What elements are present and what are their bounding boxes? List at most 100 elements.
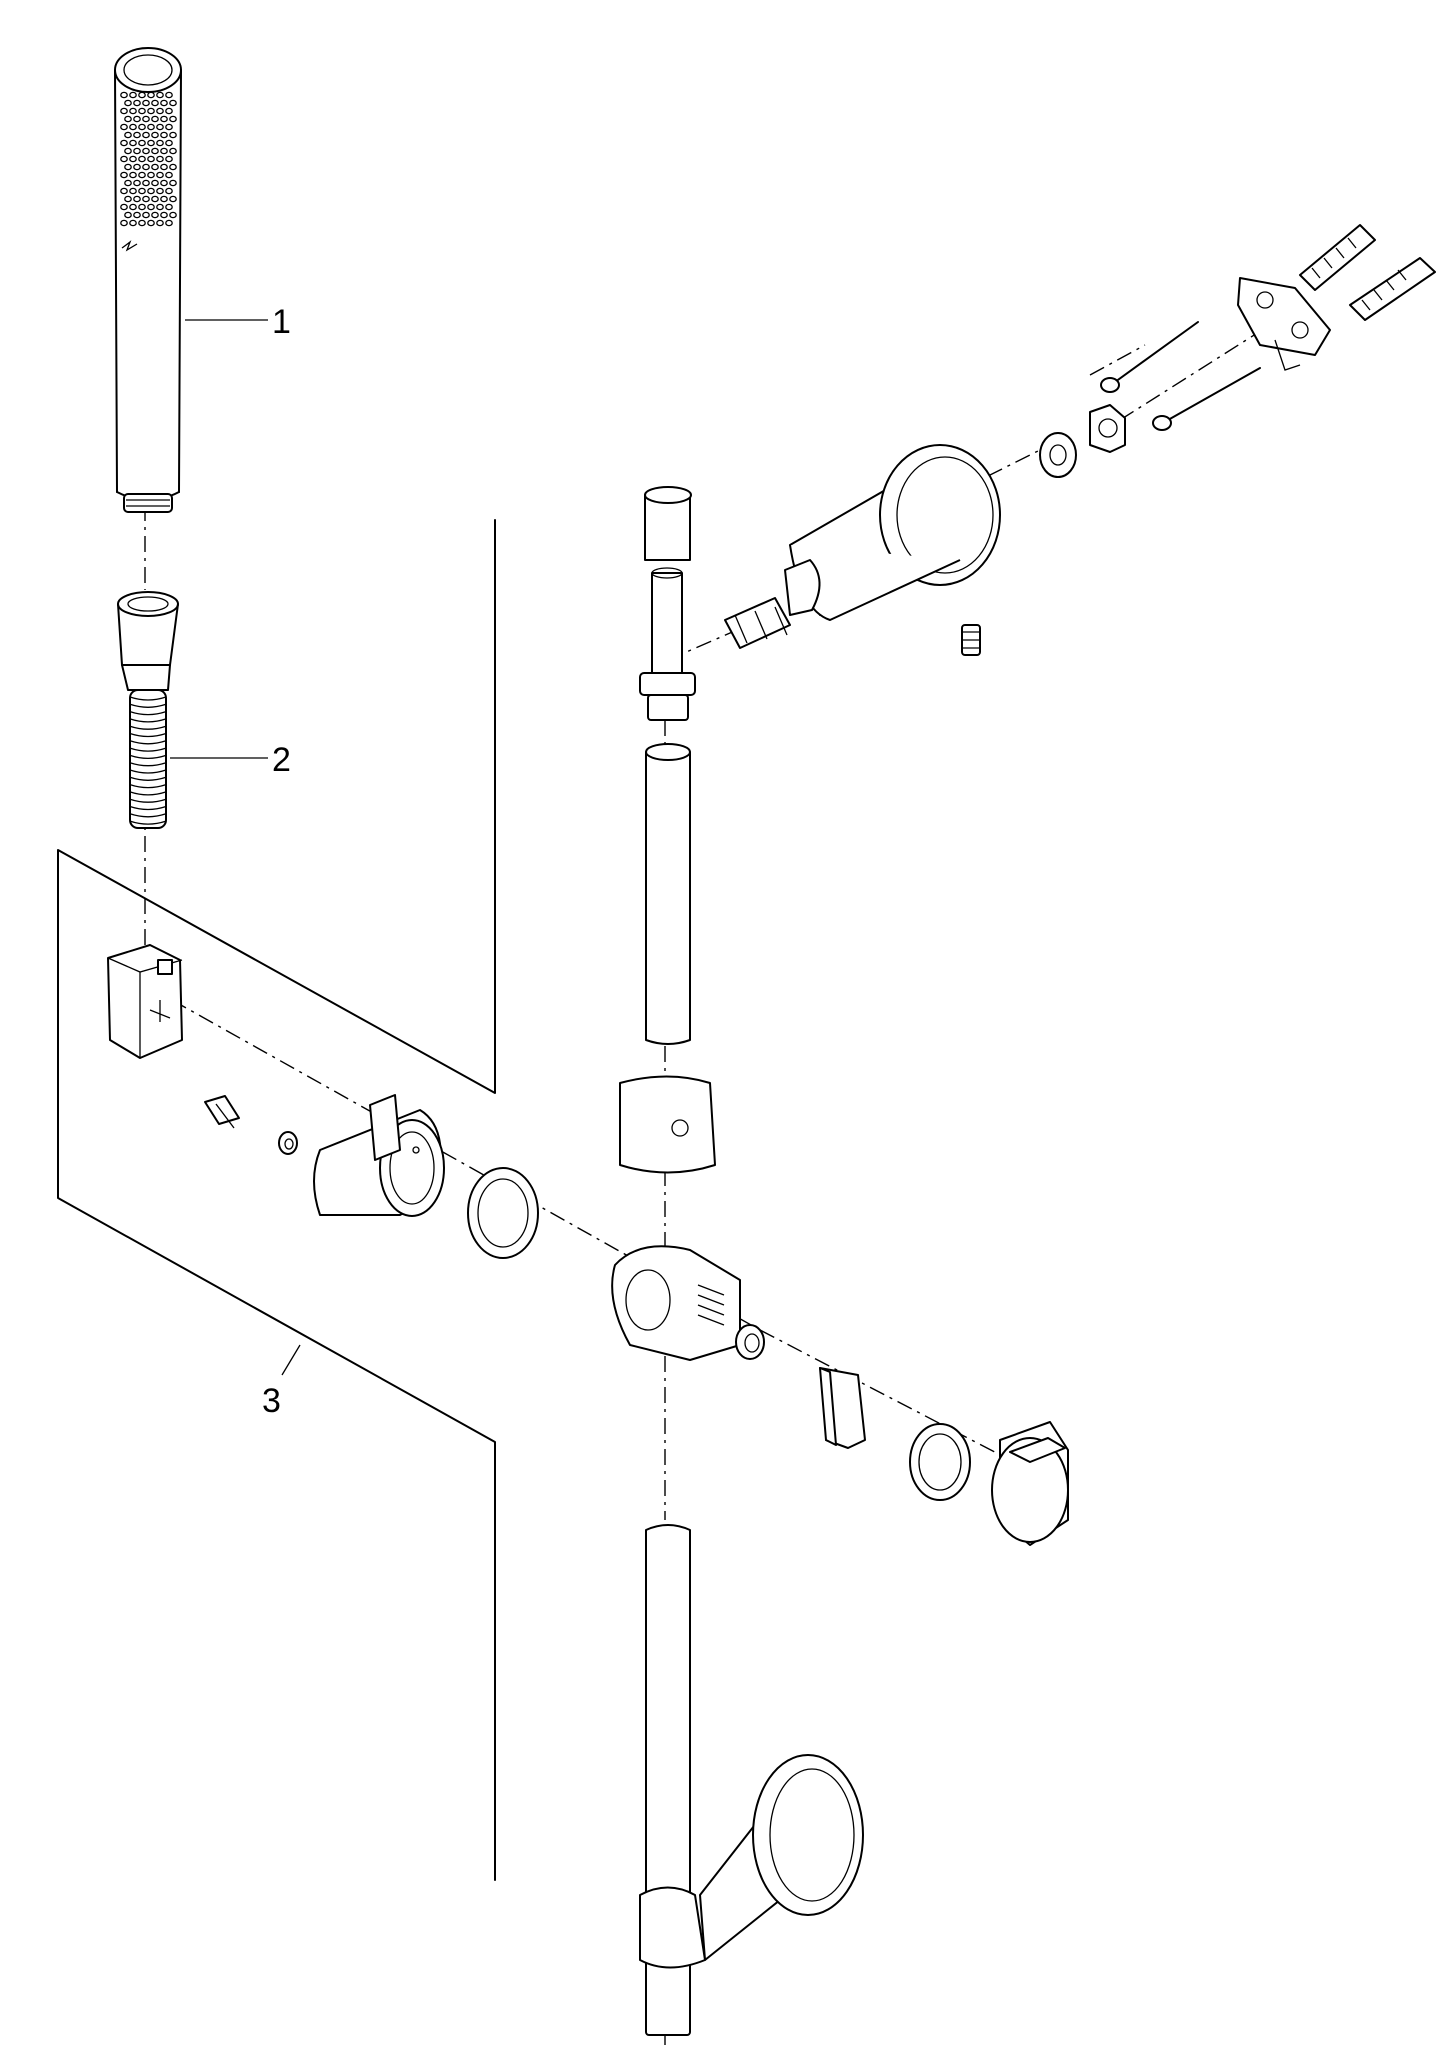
nozzle-hole [169,99,177,107]
nozzle-hole [151,147,159,155]
nozzle-hole [160,195,168,203]
hose-rib [129,813,167,818]
nozzle-hole [156,139,164,147]
nozzle-hole [156,107,164,115]
nozzle-hole [129,155,137,163]
hose-rib [129,776,167,781]
nozzle-hole [156,91,164,99]
nozzle-hole [156,187,164,195]
spray-nozzle-field [120,91,177,227]
nozzle-hole [151,99,159,107]
hose-ribs [129,696,167,825]
hose-rib [129,754,167,760]
nozzle-hole [133,147,141,155]
nozzle-hole [169,211,177,219]
nozzle-hole [138,123,146,131]
nozzle-hole [147,187,155,195]
slide-holder-assembly [107,944,1069,1546]
callout-label-2: 2 [272,741,291,779]
nozzle-hole [129,139,137,147]
hose-rib [129,769,167,774]
mounting-fixings [1039,224,1436,478]
nozzle-hole [165,107,173,115]
nozzle-hole [169,179,177,187]
nozzle-hole [151,211,159,219]
nozzle-hole [151,115,159,123]
nozzle-hole [142,163,150,171]
callout-label-3: 3 [262,1382,281,1420]
nozzle-hole [147,123,155,131]
nozzle-hole [165,171,173,179]
shower-hose [117,591,179,829]
nozzle-hole [129,219,137,227]
nozzle-hole [169,131,177,139]
nozzle-hole [138,203,146,211]
nozzle-hole [147,203,155,211]
nozzle-hole [165,123,173,131]
shower-rail [619,486,716,2036]
hose-rib [129,747,167,752]
nozzle-hole [151,179,159,187]
nozzle-hole [138,91,146,99]
hose-rib [129,805,167,811]
nozzle-hole [156,203,164,211]
upper-wall-bracket [724,444,1001,656]
nozzle-hole [151,163,159,171]
lower-wall-bracket [639,1754,864,1969]
nozzle-hole [120,203,128,211]
nozzle-hole [147,139,155,147]
nozzle-hole [169,147,177,155]
nozzle-hole [156,171,164,179]
nozzle-hole [129,171,137,179]
nozzle-hole [147,155,155,163]
nozzle-hole [169,195,177,203]
hose-rib [129,703,167,708]
nozzle-hole [133,115,141,123]
nozzle-hole [147,91,155,99]
hose-rib [129,725,167,730]
nozzle-hole [165,203,173,211]
nozzle-hole [160,163,168,171]
hose-rib [129,710,167,716]
nozzle-hole [124,147,132,155]
group-bracket-3 [57,519,496,1881]
nozzle-hole [138,187,146,195]
nozzle-hole [160,147,168,155]
hose-rib [129,718,167,723]
nozzle-hole [151,195,159,203]
hose-rib [129,791,167,796]
nozzle-hole [156,219,164,227]
nozzle-hole [120,107,128,115]
hose-rib [129,783,167,789]
nozzle-hole [133,195,141,203]
nozzle-hole [133,179,141,187]
nozzle-hole [142,211,150,219]
nozzle-hole [160,99,168,107]
nozzle-hole [129,123,137,131]
nozzle-hole [160,179,168,187]
nozzle-hole [142,179,150,187]
nozzle-hole [120,219,128,227]
nozzle-hole [129,107,137,115]
nozzle-hole [165,187,173,195]
nozzle-hole [156,155,164,163]
nozzle-hole [124,211,132,219]
nozzle-hole [169,115,177,123]
nozzle-hole [124,163,132,171]
nozzle-hole [120,171,128,179]
callout-3: 3 [262,1344,301,1420]
nozzle-hole [124,195,132,203]
hose-rib [129,696,167,701]
hose-rib [129,740,167,745]
nozzle-hole [169,163,177,171]
nozzle-hole [165,139,173,147]
nozzle-hole [160,115,168,123]
nozzle-hole [156,123,164,131]
nozzle-hole [129,203,137,211]
nozzle-hole [124,131,132,139]
threaded-nipple [724,597,791,649]
nozzle-hole [142,115,150,123]
nozzle-hole [147,171,155,179]
hose-rib [129,732,167,738]
